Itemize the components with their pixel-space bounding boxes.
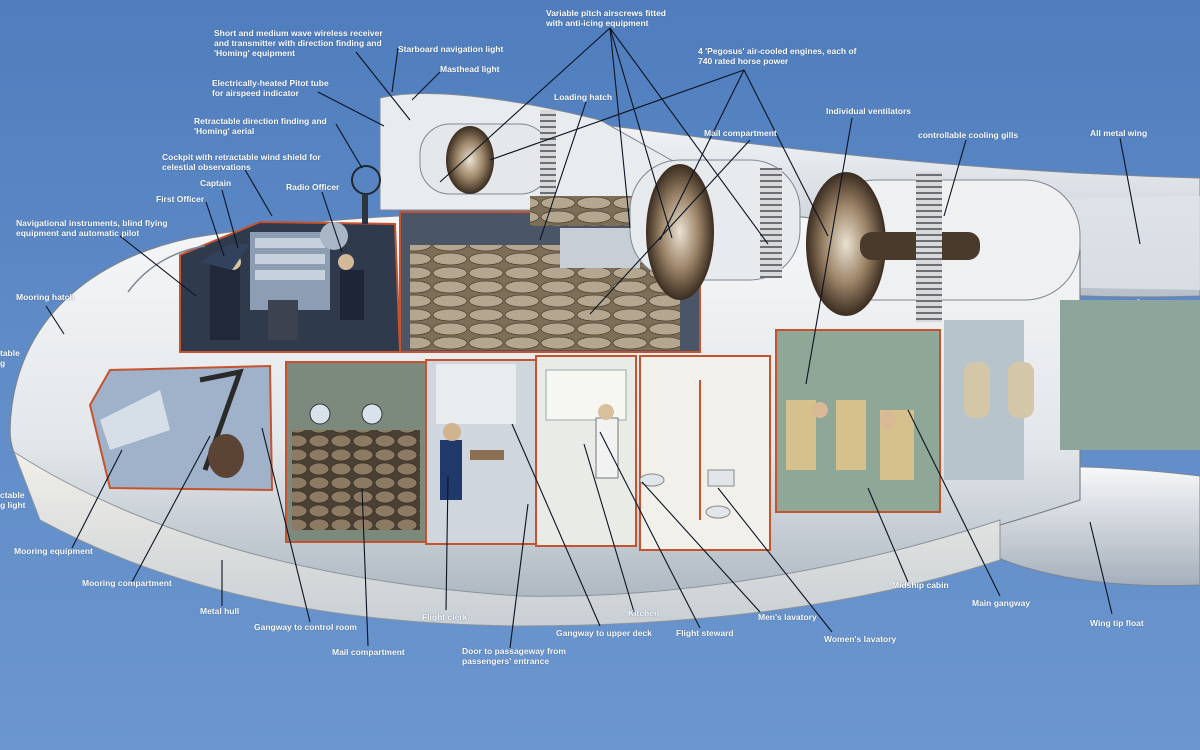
label-individual-ventilators: Individual ventilators bbox=[826, 106, 912, 116]
direction-finding-loop bbox=[351, 165, 381, 195]
engine-nacelles bbox=[419, 110, 1081, 322]
label-navigational-instruments: Navigational instruments, blind flying e… bbox=[16, 218, 168, 238]
cockpit-section bbox=[179, 220, 402, 353]
label-loading-hatch: Loading hatch bbox=[554, 92, 613, 102]
cockpit-windows bbox=[127, 244, 250, 293]
label-mail-compartment-upper: Mail compartment bbox=[704, 128, 777, 138]
label-metal-hull: Metal hull bbox=[200, 606, 240, 616]
label-retractable-cut-bottom: ctable g light bbox=[0, 490, 26, 510]
label-retractable-cut-top: table g bbox=[0, 348, 20, 368]
label-wireless-equipment: Short and medium wave wireless receiver … bbox=[214, 28, 383, 58]
label-gangway-control-room: Gangway to control room bbox=[254, 622, 357, 632]
label-cockpit: Cockpit with retractable wind shield for… bbox=[162, 152, 321, 172]
label-mens-lavatory: Men's lavatory bbox=[758, 612, 817, 622]
label-flight-clerk: Flight clerk bbox=[422, 612, 468, 622]
midship-cabin-section bbox=[775, 300, 1200, 513]
label-retractable-aerial: Retractable direction finding and 'Homin… bbox=[194, 116, 327, 136]
label-pegosus-engines: 4 'Pegosus' air-cooled engines, each of … bbox=[698, 46, 857, 66]
label-mooring-hatch: Mooring hatch bbox=[16, 292, 75, 302]
label-mooring-equipment: Mooring equipment bbox=[14, 546, 93, 556]
label-midship-cabin: Midship cabin bbox=[892, 580, 949, 590]
callout-pointers bbox=[45, 27, 1141, 649]
label-mooring-compartment: Mooring compartment bbox=[82, 578, 172, 588]
label-starboard-navigation-light: Starboard navigation light bbox=[398, 44, 504, 54]
label-womens-lavatory: Women's lavatory bbox=[824, 634, 897, 644]
label-kitchen: Kitchen bbox=[628, 608, 660, 618]
label-captain: Captain bbox=[200, 178, 232, 188]
label-masthead-light: Masthead light bbox=[440, 64, 500, 74]
label-wing-tip-float: Wing tip float bbox=[1090, 618, 1144, 628]
label-cooling-gills: controllable cooling gills bbox=[918, 130, 1019, 140]
flight-clerk-office bbox=[425, 359, 537, 545]
label-mail-compartment-lower: Mail compartment bbox=[332, 647, 405, 657]
label-variable-pitch-airscrews: Variable pitch airscrews fitted with ant… bbox=[546, 8, 666, 28]
label-gangway-upper-deck: Gangway to upper deck bbox=[556, 628, 652, 638]
label-pitot-tube: Electrically-heated Pitot tube for airsp… bbox=[212, 78, 329, 98]
label-first-officer: First Officer bbox=[156, 194, 205, 204]
label-radio-officer: Radio Officer bbox=[286, 182, 340, 192]
label-door-to-passageway: Door to passageway from passengers' entr… bbox=[462, 646, 566, 666]
label-flight-steward: Flight steward bbox=[676, 628, 734, 638]
mail-compartment-lower-section bbox=[285, 361, 427, 543]
label-all-metal-wing: All metal wing bbox=[1090, 128, 1148, 138]
mooring-compartment bbox=[88, 364, 274, 492]
lavatories-section bbox=[639, 355, 771, 551]
label-main-gangway: Main gangway bbox=[972, 598, 1031, 608]
